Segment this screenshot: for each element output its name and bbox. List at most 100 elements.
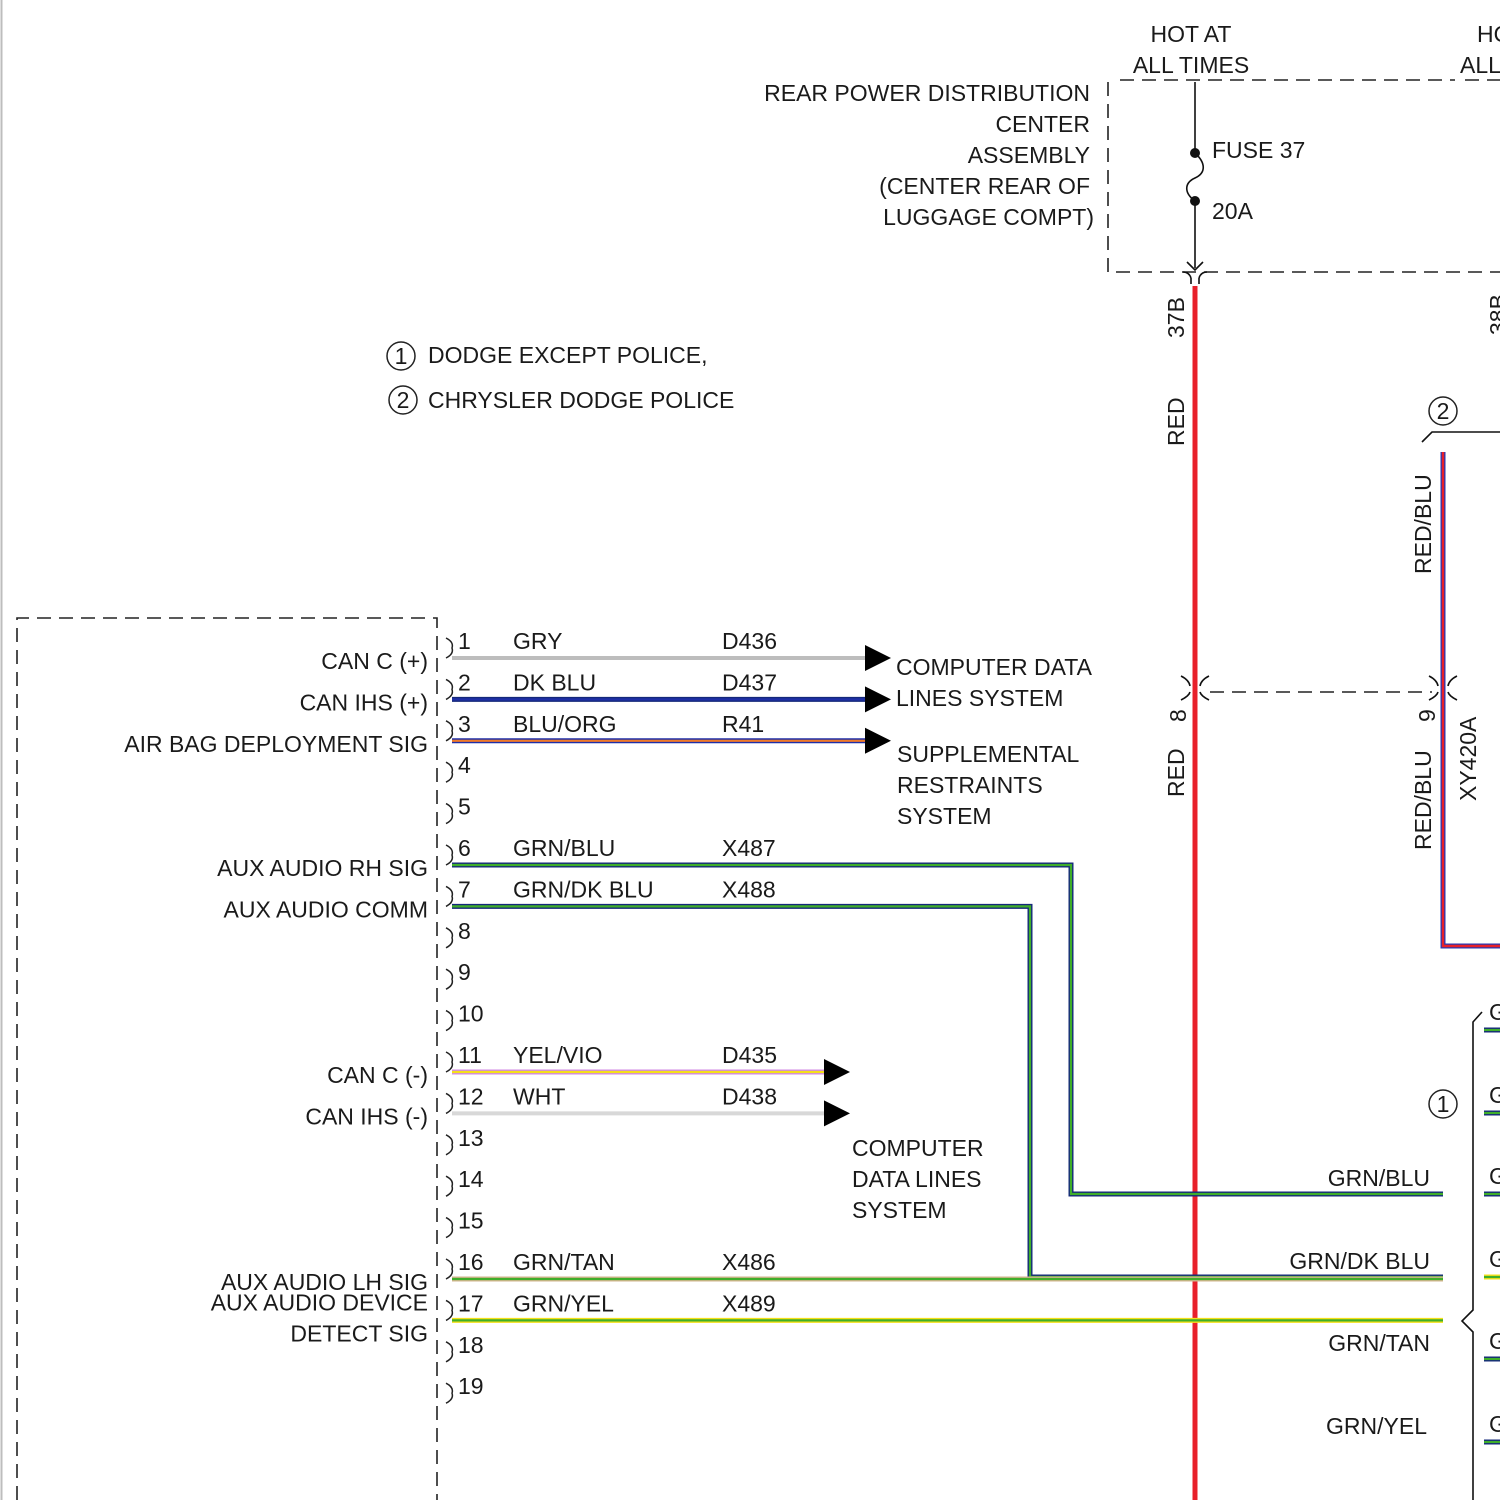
circuit-label-7: X488: [722, 876, 776, 902]
right-stub-label-4: G: [1489, 1246, 1500, 1272]
connector-cavity-5: [446, 804, 452, 824]
destination-supplemental-restraints: SUPPLEMENTAL RESTRAINTS SYSTEM: [897, 741, 1080, 829]
rear-power-distribution-center: HOT AT ALL TIMES HO ALL REAR POWER DISTR…: [764, 21, 1500, 284]
destination-3-line3: SYSTEM: [852, 1197, 947, 1223]
connector-cavity-17: [446, 1300, 452, 1320]
fuse-block-name-line4: (CENTER REAR OF: [879, 173, 1090, 199]
hot-label-2-line1: HO: [1477, 21, 1500, 47]
pin-number-9: 9: [458, 959, 471, 985]
wire-color-red-lower: RED: [1163, 748, 1189, 797]
wire-color-red-upper: RED: [1163, 397, 1189, 446]
pin-number-13: 13: [458, 1125, 484, 1151]
inline-connector: [1181, 676, 1457, 700]
connector-cavity-12: [446, 1093, 452, 1113]
wire-color-label-6: GRN/BLU: [513, 835, 615, 861]
signal-label-7: AUX AUDIO COMM: [224, 896, 428, 922]
wire-right-label-16: GRN/TAN: [1328, 1330, 1430, 1356]
signal-label-3: AIR BAG DEPLOYMENT SIG: [124, 731, 428, 757]
partial-circuit-id: 38B: [1485, 294, 1500, 335]
destination-computer-data-lines-2: COMPUTER DATA LINES SYSTEM: [852, 1135, 984, 1223]
destination-2-line1: SUPPLEMENTAL: [897, 741, 1080, 767]
destination-1-line1: COMPUTER DATA: [896, 654, 1093, 680]
pin-number-17: 17: [458, 1290, 484, 1316]
hot-label-1-line1: HOT AT: [1151, 21, 1232, 47]
right-stub-label-6: G: [1489, 1411, 1500, 1437]
wire-right-label-17: GRN/YEL: [1326, 1413, 1427, 1439]
signal-label-2: CAN IHS (+): [300, 689, 428, 715]
wire-red-blu-outer: [1443, 452, 1500, 946]
pin-number-19: 19: [458, 1373, 484, 1399]
connector-cavity-14: [446, 1176, 452, 1196]
connector-pin-9: 9: [1414, 709, 1440, 722]
destination-2-line2: RESTRAINTS: [897, 772, 1043, 798]
wire-color-label-11: YEL/VIO: [513, 1042, 602, 1068]
connector-cavity-9: [446, 969, 452, 989]
pin-number-8: 8: [458, 918, 471, 944]
pin-number-15: 15: [458, 1208, 484, 1234]
wire-red-blu-inner: [1443, 452, 1500, 946]
variant-2-bracket: [1422, 432, 1500, 442]
pin-number-12: 12: [458, 1083, 484, 1109]
circuit-label-6: X487: [722, 835, 776, 861]
arrow-1: [865, 645, 891, 671]
pin-number-14: 14: [458, 1166, 484, 1192]
fuse-name: FUSE 37: [1212, 137, 1305, 163]
signal-label-11: CAN C (-): [327, 1062, 428, 1088]
connector-cavity-18: [446, 1342, 452, 1362]
circuit-label-2: D437: [722, 669, 777, 695]
wire-color-red-blu-upper: RED/BLU: [1410, 474, 1436, 574]
hot-label-2-line2: ALL: [1460, 52, 1500, 78]
signal-label-12: CAN IHS (-): [305, 1103, 428, 1129]
arrow-12: [824, 1100, 850, 1126]
fuse-rating: 20A: [1212, 198, 1254, 224]
connector-cavity-6: [446, 845, 452, 865]
arrow-3: [865, 728, 891, 754]
pin-number-5: 5: [458, 794, 471, 820]
destination-computer-data-lines-1: COMPUTER DATA LINES SYSTEM: [896, 654, 1093, 711]
wire-color-label-3: BLU/ORG: [513, 711, 617, 737]
pin-number-4: 4: [458, 752, 471, 778]
signal-label-17-line2: DETECT SIG: [290, 1320, 428, 1346]
connector-cavity-4: [446, 762, 452, 782]
wire-color-label-16: GRN/TAN: [513, 1249, 615, 1275]
pin-number-18: 18: [458, 1332, 484, 1358]
fuse-block-name-line2: CENTER: [995, 111, 1090, 137]
right-stub-label-1: G: [1489, 999, 1500, 1025]
pin-number-2: 2: [458, 669, 471, 695]
wire-7-outer: [452, 906, 1443, 1277]
connector-cavity-8: [446, 928, 452, 948]
fuse-block-name-line1: REAR POWER DISTRIBUTION: [764, 80, 1090, 106]
destination-2-line3: SYSTEM: [897, 803, 992, 829]
pin-number-16: 16: [458, 1249, 484, 1275]
pin-number-7: 7: [458, 876, 471, 902]
connector-cavity-1: [446, 638, 452, 658]
circuit-label-11: D435: [722, 1042, 777, 1068]
legend-text-1: DODGE EXCEPT POLICE,: [428, 342, 707, 368]
connector-pin-8: 8: [1165, 709, 1191, 722]
right-stub-label-5: G: [1489, 1328, 1500, 1354]
circuit-xy420a: 2 RED/BLU RED/BLU 9 XY420A: [1410, 397, 1500, 946]
wire-right-label-7: GRN/DK BLU: [1289, 1248, 1430, 1274]
legend-text-2: CHRYSLER DODGE POLICE: [428, 387, 734, 413]
circuit-label-17: X489: [722, 1290, 776, 1316]
wire-color-red-blu-lower: RED/BLU: [1410, 750, 1436, 850]
pin-number-11: 11: [458, 1042, 482, 1068]
fuse-symbol: [1183, 82, 1207, 284]
pin-number-3: 3: [458, 711, 471, 737]
circuit-id-37b: 37B: [1163, 297, 1189, 338]
right-connector-bracket: [1462, 1012, 1482, 1500]
connector-cavity-11: [446, 1052, 452, 1072]
variant-2-number: 2: [1437, 398, 1450, 424]
connector-cavity-3: [446, 721, 452, 741]
circuit-id-xy420a: XY420A: [1455, 716, 1481, 801]
connector-cavity-16: [446, 1259, 452, 1279]
wire-7-inner: [452, 906, 1443, 1277]
pin-number-10: 10: [458, 1001, 484, 1027]
connector-cavity-2: [446, 679, 452, 699]
connector-cavity-13: [446, 1135, 452, 1155]
arrow-11: [824, 1059, 850, 1085]
legend-number-1: 1: [395, 343, 408, 369]
